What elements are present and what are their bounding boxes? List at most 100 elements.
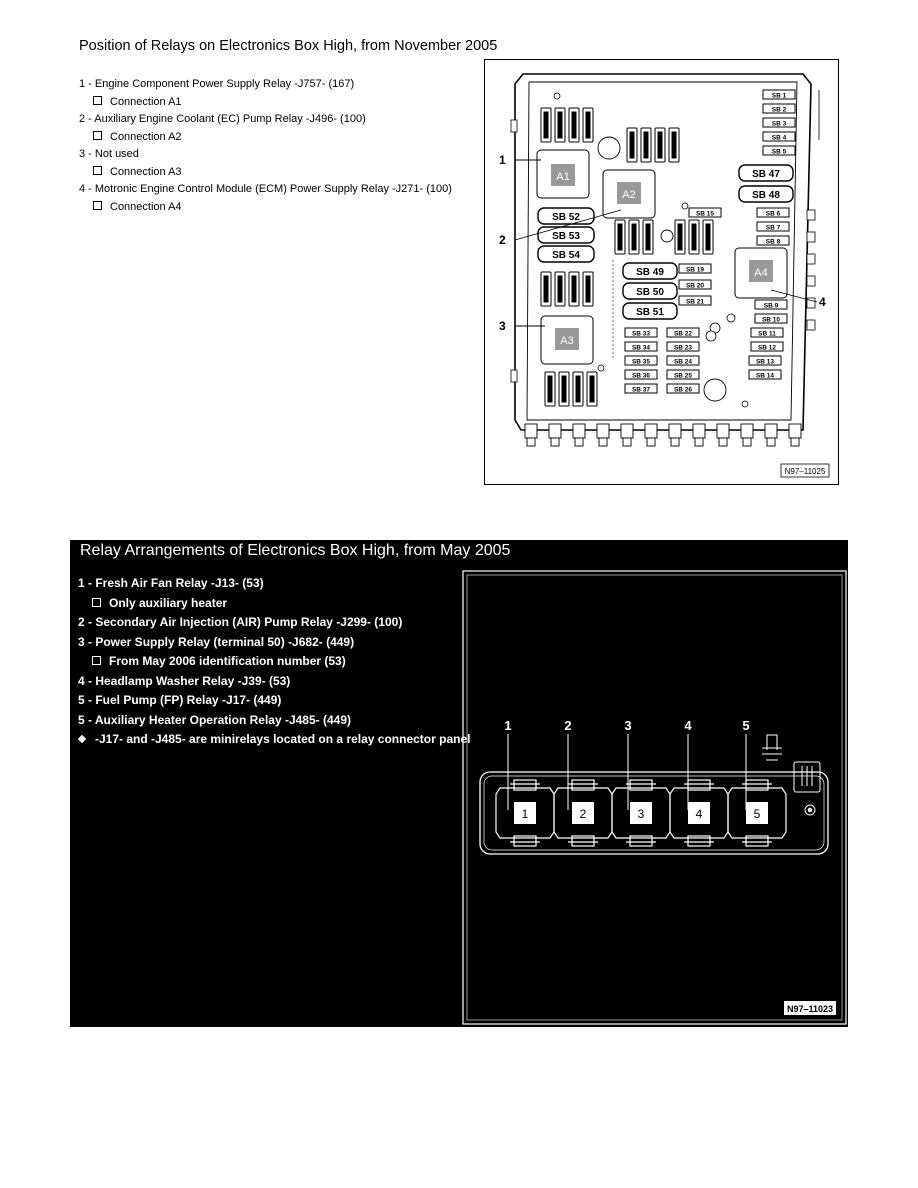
relay-4: 4 bbox=[669, 779, 729, 847]
svg-text:SB 6: SB 6 bbox=[766, 210, 781, 217]
relay-2: 2 bbox=[553, 779, 613, 847]
callout-2: 2 bbox=[499, 233, 506, 247]
small-fuse-right-14: SB 14 bbox=[748, 369, 782, 380]
small-fuse-right-9: SB 9 bbox=[754, 299, 788, 310]
figure-code-box bbox=[784, 1001, 836, 1015]
svg-text:SB 19: SB 19 bbox=[686, 266, 704, 273]
panel-connector bbox=[762, 734, 821, 816]
svg-text:SB 48: SB 48 bbox=[752, 190, 780, 201]
small-fuse-grid-right-2: SB 23 bbox=[666, 341, 700, 352]
small-fuse-right-13: SB 13 bbox=[748, 355, 782, 366]
relay-item-5a: 5 - Fuel Pump (FP) Relay -J17- (449) bbox=[78, 693, 282, 707]
small-fuse-right-7: SB 7 bbox=[756, 221, 790, 232]
svg-text:SB 8: SB 8 bbox=[766, 238, 781, 245]
relay-panel-outline bbox=[479, 771, 829, 855]
relay-item-5b: 5 - Auxiliary Heater Operation Relay -J4… bbox=[78, 712, 351, 727]
connection-label: Connection A4 bbox=[110, 200, 182, 213]
relay-item-2-connection: Connection A2 bbox=[93, 129, 479, 147]
relay-item-4: 4 - Headlamp Washer Relay -J39- (53) bbox=[78, 673, 291, 688]
svg-text:SB 54: SB 54 bbox=[552, 250, 580, 261]
section1-title: Position of Relays on Electronics Box Hi… bbox=[79, 38, 498, 54]
relay-item-2: 2 - Secondary Air Injection (AIR) Pump R… bbox=[78, 615, 403, 629]
svg-text:SB 9: SB 9 bbox=[764, 302, 779, 309]
small-fuse-grid-left-5: SB 37 bbox=[624, 383, 658, 394]
small-fuse-mid-1: SB 15 bbox=[688, 207, 722, 218]
callout-4: 4 bbox=[684, 718, 692, 810]
small-fuse-grid-right-3: SB 24 bbox=[666, 355, 700, 366]
relay-item-3-note: From May 2006 identification number (53) bbox=[92, 652, 468, 672]
relay-a1-label-box bbox=[551, 164, 575, 186]
small-fuse-right-3: SB 3 bbox=[762, 117, 796, 128]
small-fuse-grid-left-4: SB 36 bbox=[624, 369, 658, 380]
svg-text:SB 34: SB 34 bbox=[632, 344, 650, 351]
svg-text:SB 36: SB 36 bbox=[632, 372, 650, 379]
svg-text:4: 4 bbox=[684, 718, 692, 733]
svg-text:SB 13: SB 13 bbox=[756, 358, 774, 365]
svg-text:2: 2 bbox=[580, 807, 587, 821]
connection-label: Connection A3 bbox=[110, 165, 182, 178]
electronics-box-diagram: A1 A2 A3 A4 SB 52 SB 53 SB 54 SB 49 bbox=[484, 59, 839, 485]
large-fuse-sb50: SB 50 bbox=[622, 282, 678, 300]
svg-text:5: 5 bbox=[754, 807, 761, 821]
svg-text:SB 23: SB 23 bbox=[674, 344, 692, 351]
checkbox-icon bbox=[93, 165, 102, 175]
callout-5: 5 bbox=[742, 718, 750, 810]
callout-3: 3 bbox=[499, 319, 506, 333]
svg-text:SB 5: SB 5 bbox=[772, 148, 787, 155]
large-fuse-sb51: SB 51 bbox=[622, 302, 678, 320]
relay-item-3: 3 - Power Supply Relay (terminal 50) -J6… bbox=[78, 634, 355, 649]
svg-text:SB 26: SB 26 bbox=[674, 386, 692, 393]
small-fuse-mid-2: SB 19 bbox=[678, 263, 712, 274]
relay-item-4-connection: Connection A4 bbox=[93, 199, 479, 217]
small-fuse-right-1: SB 1 bbox=[762, 89, 796, 100]
svg-text:SB 4: SB 4 bbox=[772, 134, 787, 141]
svg-text:2: 2 bbox=[564, 718, 571, 733]
relay-a1-label: A1 bbox=[556, 171, 569, 183]
figure-frame bbox=[462, 570, 847, 1025]
svg-text:5: 5 bbox=[742, 718, 749, 733]
small-fuse-right-4: SB 4 bbox=[762, 131, 796, 142]
callout-2-line bbox=[514, 209, 622, 241]
svg-text:SB 3: SB 3 bbox=[772, 120, 787, 127]
small-fuse-right-11: SB 11 bbox=[750, 327, 784, 338]
svg-text:SB 10: SB 10 bbox=[762, 316, 780, 323]
section2-relay-list: 1 - Fresh Air Fan Relay -J13- (53) Only … bbox=[77, 574, 470, 750]
relay-3: 3 bbox=[611, 779, 671, 847]
small-fuse-right-12: SB 12 bbox=[750, 341, 784, 352]
box-inner-outline bbox=[526, 81, 798, 421]
svg-text:SB 2: SB 2 bbox=[772, 106, 787, 113]
relay-item-1: 1 - Fresh Air Fan Relay -J13- (53) bbox=[78, 576, 264, 590]
small-fuse-right-10: SB 10 bbox=[754, 313, 788, 324]
small-fuse-grid-right-4: SB 25 bbox=[666, 369, 700, 380]
callout-1: 1 bbox=[504, 718, 512, 810]
svg-text:SB 12: SB 12 bbox=[758, 344, 776, 351]
relay-item-3-connection: Connection A3 bbox=[93, 164, 479, 182]
figure-code-box bbox=[780, 463, 830, 478]
small-fuse-right-6: SB 6 bbox=[756, 207, 790, 218]
small-fuse-grid-right-1: SB 22 bbox=[666, 327, 700, 338]
bullet-diamond-icon bbox=[77, 734, 87, 744]
figure-code: N97–11023 bbox=[787, 1004, 833, 1014]
relay-a2-label: A2 bbox=[622, 189, 635, 201]
svg-text:3: 3 bbox=[624, 718, 631, 733]
box-housing bbox=[514, 73, 812, 431]
small-fuse-grid-left-2: SB 34 bbox=[624, 341, 658, 352]
small-fuse-right-column: SB 1 SB 2 SB 3 SB 4 SB 5 SB 6 SB 7 SB 8 SB 9 SB 1… bbox=[748, 89, 796, 380]
svg-text:SB 21: SB 21 bbox=[686, 298, 704, 305]
large-fuse-sb49: SB 49 bbox=[622, 262, 678, 280]
svg-text:SB 11: SB 11 bbox=[758, 330, 776, 337]
relay-a4-label: A4 bbox=[754, 267, 767, 279]
relay-item-4: 4 - Motronic Engine Control Module (ECM)… bbox=[79, 183, 452, 195]
relay-item-1-note: Only auxiliary heater bbox=[92, 594, 468, 614]
section2-panel: Relay Arrangements of Electronics Box Hi… bbox=[70, 540, 848, 1027]
section2-title: Relay Arrangements of Electronics Box Hi… bbox=[80, 542, 511, 559]
small-fuse-mid-4: SB 21 bbox=[678, 295, 712, 306]
relay-a4-label-box bbox=[749, 260, 773, 282]
large-fuse-sb47: SB 47 bbox=[738, 164, 794, 182]
svg-text:SB 14: SB 14 bbox=[756, 372, 774, 379]
relay-a3-label-box bbox=[555, 328, 579, 350]
small-fuse-grid-left-1: SB 33 bbox=[624, 327, 658, 338]
svg-text:SB 47: SB 47 bbox=[752, 169, 780, 180]
